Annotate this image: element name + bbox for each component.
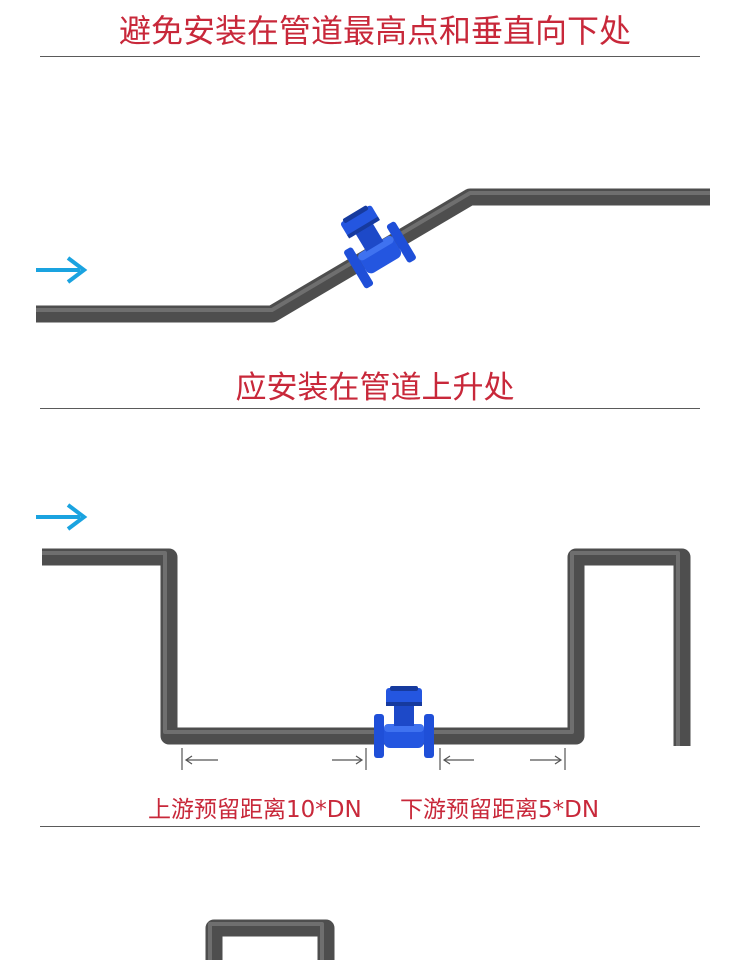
caption-downstream-distance: 下游预留距离5*DN <box>400 797 600 823</box>
divider-2 <box>40 408 700 409</box>
flow-arrow-2 <box>36 503 88 531</box>
divider-1 <box>40 56 700 57</box>
water-meter-icon <box>374 686 434 758</box>
caption-avoid-highest-point: 避免安装在管道最高点和垂直向下处 <box>118 12 631 50</box>
pipe-section-3 <box>205 919 335 960</box>
caption-install-rising: 应安装在管道上升处 <box>235 370 515 406</box>
caption-upstream-distance: 上游预留距离10*DN <box>148 797 362 823</box>
downstream-dimension-marker <box>439 748 566 770</box>
upstream-dimension-marker <box>181 748 367 770</box>
divider-3 <box>40 826 700 827</box>
flow-arrow-1 <box>36 256 88 284</box>
pipe-section-2 <box>42 548 691 746</box>
